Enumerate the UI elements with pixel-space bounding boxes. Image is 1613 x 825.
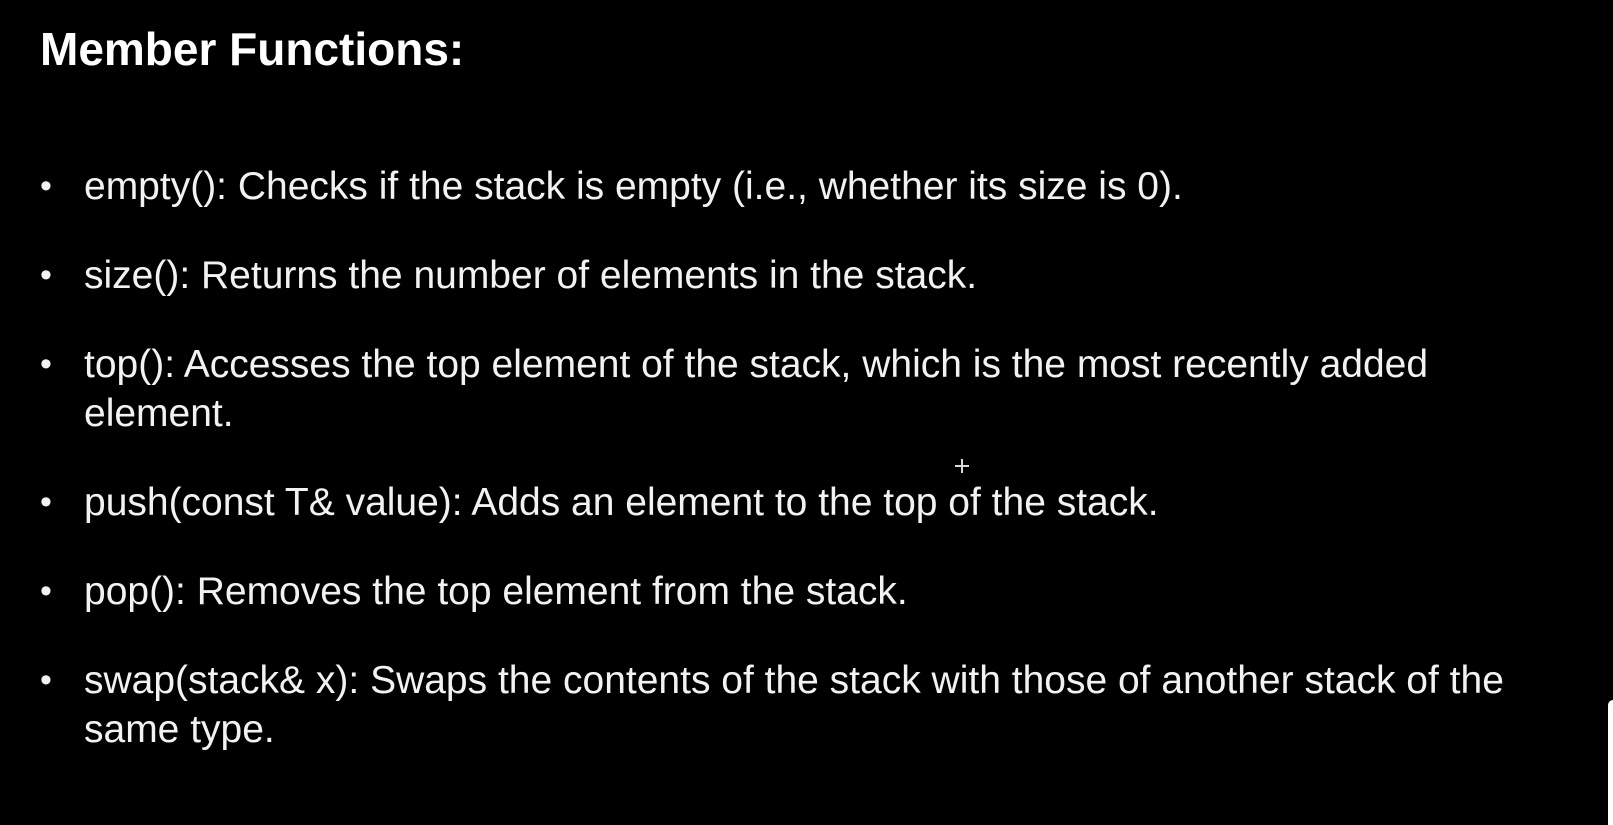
list-item-text: size(): Returns the number of elements i… — [84, 254, 978, 297]
slide-title: Member Functions: — [40, 23, 465, 75]
list-item-text: top(): Accesses the top element of the s… — [84, 343, 1429, 435]
list-item-empty: • empty(): Checks if the stack is empty … — [40, 162, 1600, 211]
bullet-icon: • — [40, 572, 52, 610]
list-item-size: • size(): Returns the number of elements… — [40, 251, 1600, 300]
crosshair-cursor-icon — [955, 459, 969, 473]
list-item-text: pop(): Removes the top element from the … — [84, 570, 908, 613]
list-item-swap: • swap(stack& x): Swaps the contents of … — [40, 656, 1600, 754]
list-item-text: empty(): Checks if the stack is empty (i… — [84, 165, 1183, 208]
bullet-icon: • — [40, 345, 52, 383]
bullet-icon: • — [40, 661, 52, 699]
list-item-text: push(const T& value): Adds an element to… — [84, 481, 1159, 524]
window-edge-strip — [1608, 700, 1613, 825]
bullet-icon: • — [40, 256, 52, 294]
list-item-push: • push(const T& value): Adds an element … — [40, 478, 1600, 527]
list-item-text: swap(stack& x): Swaps the contents of th… — [84, 659, 1504, 751]
list-item-top: • top(): Accesses the top element of the… — [40, 340, 1600, 438]
list-item-pop: • pop(): Removes the top element from th… — [40, 567, 1600, 616]
bullet-icon: • — [40, 167, 52, 205]
bullet-icon: • — [40, 483, 52, 521]
member-functions-list: • empty(): Checks if the stack is empty … — [40, 162, 1600, 794]
